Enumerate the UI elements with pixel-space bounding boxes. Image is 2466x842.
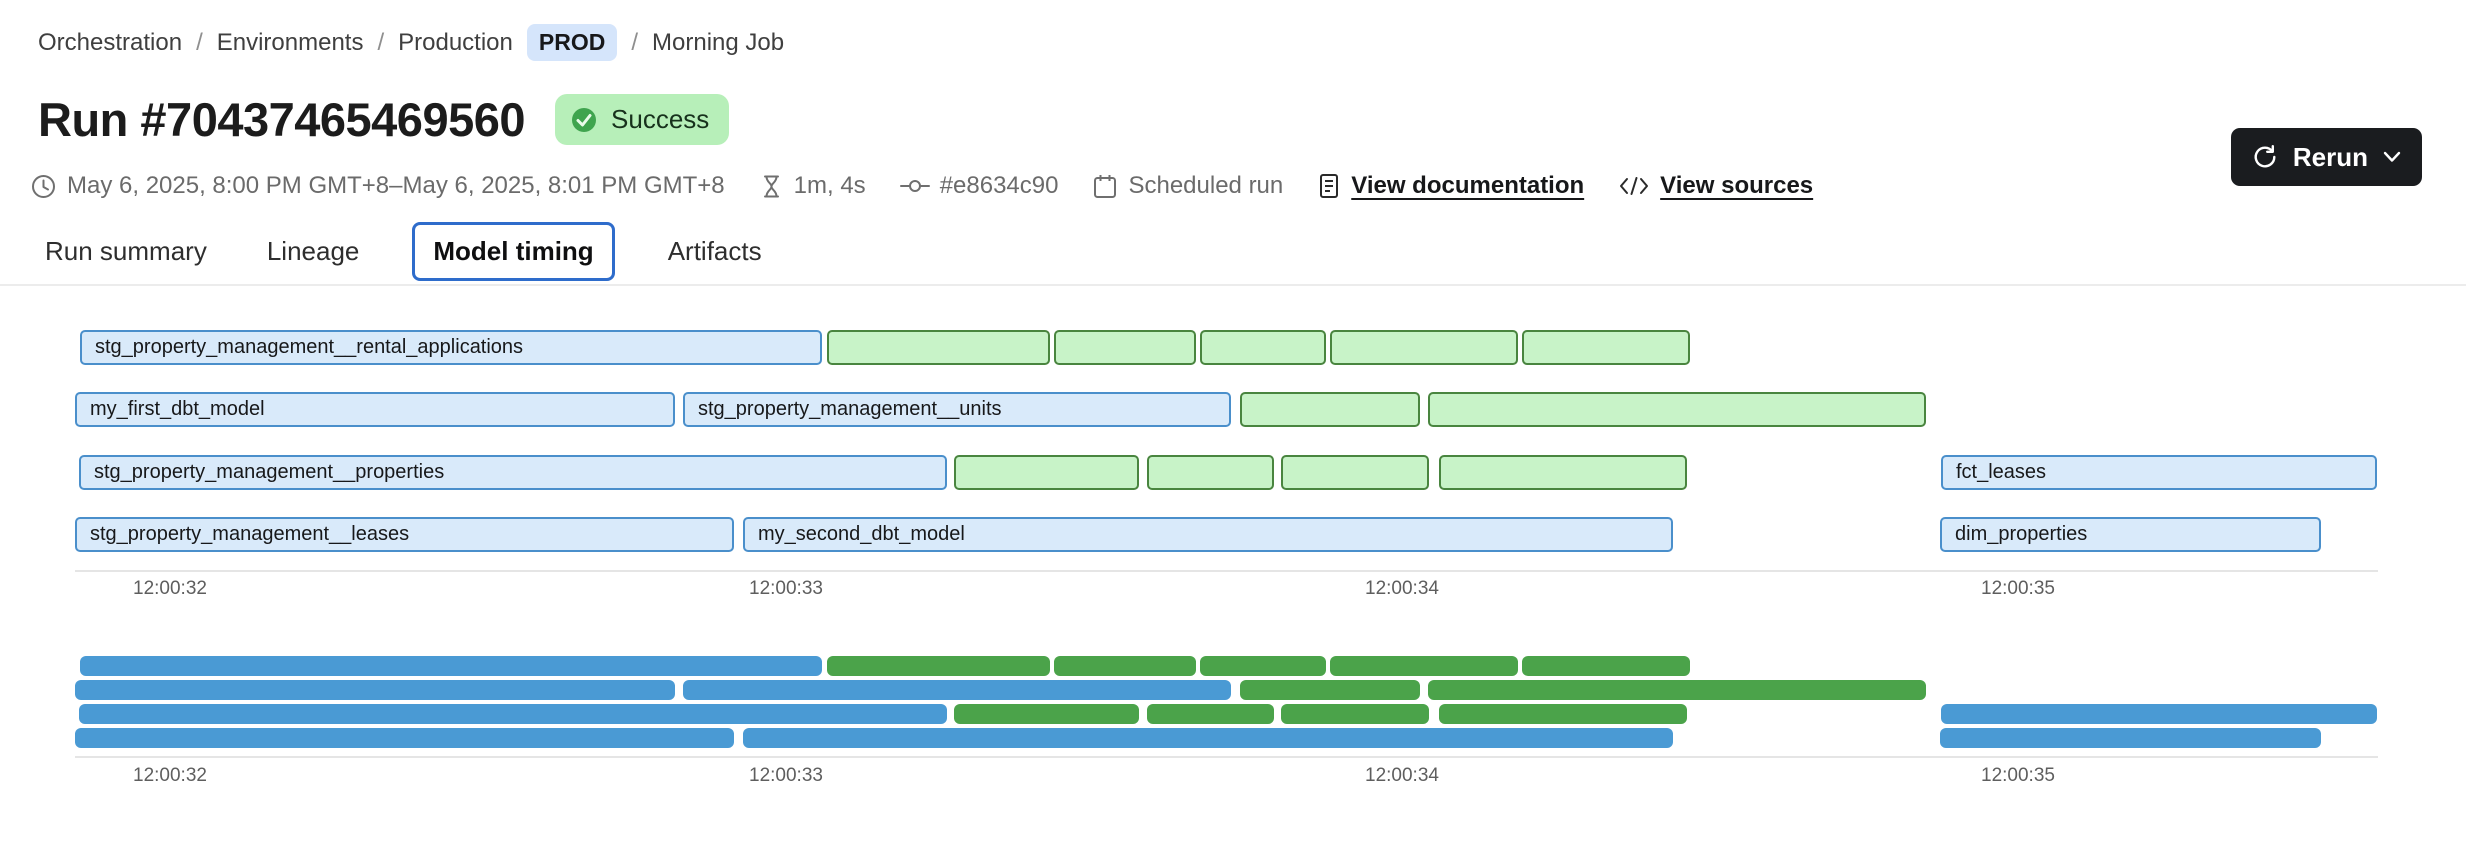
breadcrumb-morning-job[interactable]: Morning Job bbox=[652, 28, 785, 56]
gantt-bar[interactable] bbox=[1147, 455, 1274, 490]
axis-tick-label: 12:00:34 bbox=[1365, 765, 1439, 786]
code-icon bbox=[1618, 175, 1650, 197]
minimap-bar[interactable] bbox=[1240, 680, 1420, 700]
gantt-bar[interactable]: dim_properties bbox=[1940, 517, 2321, 552]
minimap-axis-line bbox=[75, 756, 2378, 758]
git-commit-icon bbox=[899, 175, 930, 197]
axis-tick-label: 12:00:32 bbox=[133, 578, 207, 599]
status-badge: Success bbox=[555, 94, 730, 145]
gantt-bar[interactable] bbox=[954, 455, 1139, 490]
axis-tick-label: 12:00:33 bbox=[749, 765, 823, 786]
chevron-down-icon[interactable] bbox=[2382, 150, 2402, 164]
axis-tick-label: 12:00:34 bbox=[1365, 578, 1439, 599]
gantt-bar[interactable]: my_first_dbt_model bbox=[75, 392, 675, 427]
hourglass-icon bbox=[759, 173, 784, 200]
run-trigger: Scheduled run bbox=[1092, 172, 1283, 200]
breadcrumb: Orchestration / Environments / Productio… bbox=[38, 24, 784, 61]
gantt-bar[interactable] bbox=[1330, 330, 1518, 365]
axis-tick-label: 12:00:32 bbox=[133, 765, 207, 786]
minimap-bar[interactable] bbox=[1522, 656, 1690, 676]
run-duration: 1m, 4s bbox=[759, 172, 866, 200]
minimap-bar[interactable] bbox=[1439, 704, 1687, 724]
minimap-bar[interactable] bbox=[683, 680, 1231, 700]
view-sources[interactable]: View sources bbox=[1618, 172, 1813, 200]
run-tabs: Run summary Lineage Model timing Artifac… bbox=[38, 222, 769, 281]
rerun-button-label: Rerun bbox=[2292, 141, 2368, 172]
gantt-bar[interactable] bbox=[1200, 330, 1326, 365]
gantt-bar[interactable]: stg_property_management__rental_applicat… bbox=[80, 330, 822, 365]
page-title: Run #70437465469560 bbox=[38, 93, 526, 146]
gantt-bar[interactable] bbox=[1428, 392, 1926, 427]
gantt-bar[interactable] bbox=[827, 330, 1050, 365]
breadcrumb-separator: / bbox=[196, 28, 203, 56]
gantt-bar[interactable]: stg_property_management__leases bbox=[75, 517, 734, 552]
run-meta-row: May 6, 2025, 8:00 PM GMT+8–May 6, 2025, … bbox=[30, 172, 1813, 200]
rerun-button[interactable]: Rerun bbox=[2230, 128, 2422, 186]
run-commit-hash: #e8634c90 bbox=[939, 172, 1059, 199]
prod-badge: PROD bbox=[526, 24, 618, 61]
minimap-bar[interactable] bbox=[1330, 656, 1518, 676]
minimap-bar[interactable] bbox=[827, 656, 1050, 676]
calendar-icon bbox=[1092, 173, 1118, 200]
tab-run-summary[interactable]: Run summary bbox=[45, 236, 207, 266]
view-sources-link[interactable]: View sources bbox=[1660, 172, 1814, 199]
axis-tick-label: 12:00:35 bbox=[1981, 578, 2055, 599]
document-icon bbox=[1317, 172, 1341, 200]
minimap-bar[interactable] bbox=[743, 728, 1673, 748]
minimap-bar[interactable] bbox=[1940, 728, 2321, 748]
run-dates: May 6, 2025, 8:00 PM GMT+8–May 6, 2025, … bbox=[30, 172, 725, 200]
minimap-bar[interactable] bbox=[1054, 656, 1196, 676]
axis-tick-label: 12:00:35 bbox=[1981, 765, 2055, 786]
refresh-icon bbox=[2251, 143, 2279, 171]
breadcrumb-orchestration[interactable]: Orchestration bbox=[38, 28, 183, 56]
run-duration-value: 1m, 4s bbox=[793, 172, 866, 199]
breadcrumb-production[interactable]: Production bbox=[398, 28, 513, 56]
run-commit: #e8634c90 bbox=[899, 172, 1059, 200]
clock-icon bbox=[30, 173, 57, 200]
minimap-bar[interactable] bbox=[79, 704, 947, 724]
tab-lineage[interactable]: Lineage bbox=[266, 236, 360, 266]
status-badge-label: Success bbox=[611, 104, 710, 134]
gantt-bar[interactable]: fct_leases bbox=[1941, 455, 2377, 490]
minimap-bar[interactable] bbox=[1941, 704, 2377, 724]
tabs-divider bbox=[0, 284, 2466, 286]
gantt-bar[interactable] bbox=[1522, 330, 1690, 365]
tab-artifacts[interactable]: Artifacts bbox=[667, 236, 762, 266]
check-circle-icon bbox=[569, 105, 599, 135]
minimap-bar[interactable] bbox=[1428, 680, 1926, 700]
gantt-bar[interactable]: stg_property_management__properties bbox=[79, 455, 947, 490]
main-axis-line bbox=[75, 570, 2378, 572]
title-row: Run #70437465469560 Success bbox=[38, 92, 730, 147]
run-trigger-label: Scheduled run bbox=[1128, 172, 1284, 199]
view-documentation-link[interactable]: View documentation bbox=[1351, 172, 1585, 199]
gantt-bar[interactable]: my_second_dbt_model bbox=[743, 517, 1673, 552]
minimap-bar[interactable] bbox=[75, 728, 734, 748]
axis-tick-label: 12:00:33 bbox=[749, 578, 823, 599]
minimap-bar[interactable] bbox=[75, 680, 675, 700]
minimap-bar[interactable] bbox=[1147, 704, 1274, 724]
breadcrumb-environments[interactable]: Environments bbox=[216, 28, 364, 56]
gantt-bar[interactable]: stg_property_management__units bbox=[683, 392, 1231, 427]
gantt-bar[interactable] bbox=[1281, 455, 1429, 490]
breadcrumb-separator: / bbox=[631, 28, 639, 56]
minimap-bar[interactable] bbox=[80, 656, 822, 676]
run-date-range: May 6, 2025, 8:00 PM GMT+8–May 6, 2025, … bbox=[67, 172, 725, 199]
gantt-bar[interactable] bbox=[1054, 330, 1196, 365]
gantt-bar[interactable] bbox=[1439, 455, 1687, 490]
breadcrumb-separator: / bbox=[377, 28, 385, 56]
minimap-bar[interactable] bbox=[954, 704, 1139, 724]
minimap-bar[interactable] bbox=[1200, 656, 1326, 676]
view-documentation[interactable]: View documentation bbox=[1317, 172, 1584, 200]
tab-model-timing[interactable]: Model timing bbox=[412, 222, 615, 281]
gantt-bar[interactable] bbox=[1240, 392, 1420, 427]
minimap-bar[interactable] bbox=[1281, 704, 1429, 724]
